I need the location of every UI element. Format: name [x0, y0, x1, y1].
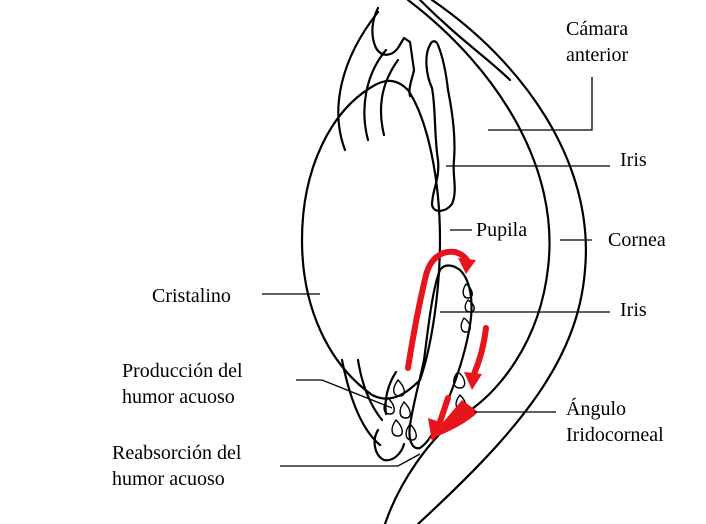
label-iris-top: Iris — [620, 149, 647, 171]
leader-produccion — [296, 379, 393, 409]
leader-reabsorcion — [280, 453, 421, 467]
ciliary-outer-strand-3 — [379, 58, 400, 137]
lens-cristalino — [300, 79, 442, 400]
flow-arrow-up — [405, 248, 471, 371]
ciliary-process-top — [371, 6, 416, 98]
flow-arrow-up-head — [458, 258, 476, 274]
ciliary-outer-strand-1 — [337, 10, 380, 152]
flow-arrow-angle-head — [428, 418, 446, 442]
label-pupila: Pupila — [476, 219, 528, 241]
label-angulo: Ángulo Iridocorneal — [566, 398, 664, 446]
label-camara-anterior: Cámara anterior — [566, 18, 629, 66]
iris-pigment-droplets — [453, 282, 475, 411]
iris-upper — [425, 40, 456, 212]
label-produccion: Producción del humor acuoso — [122, 360, 243, 408]
leader-camara — [488, 77, 593, 131]
label-iris-mid: Iris — [620, 299, 647, 321]
leader-lines — [262, 77, 610, 467]
label-cornea: Cornea — [608, 229, 666, 251]
label-cristalino: Cristalino — [152, 285, 231, 307]
ciliary-processes-lower — [373, 370, 417, 462]
aqueous-flow-arrows — [405, 248, 489, 442]
sclera-line — [418, 0, 512, 82]
flow-arrow-down — [471, 325, 489, 377]
cornea-inner-edge — [383, 0, 551, 524]
flow-arrow-down-head — [464, 372, 482, 390]
label-reabsorcion: Reabsorción del humor acuoso — [112, 442, 242, 490]
ciliary-lower-strand-2 — [356, 358, 384, 422]
cornea-outer-edge — [416, 0, 587, 524]
ciliary-outer-strand-2 — [363, 48, 388, 142]
